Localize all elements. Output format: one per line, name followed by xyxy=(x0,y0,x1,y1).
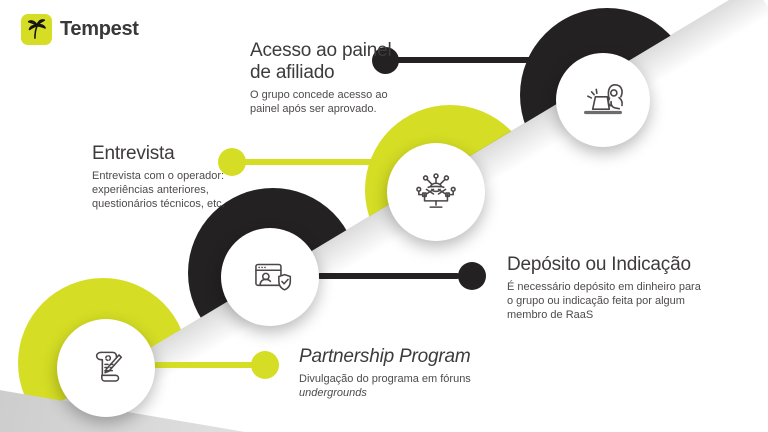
desc-line: o grupo ou indicação feita por algum xyxy=(507,295,685,307)
step-partnership-text-block: Partnership Program Divulgação do progra… xyxy=(299,346,509,400)
desc-line: O grupo concede acesso ao xyxy=(250,89,388,101)
step-description: O grupo concede acesso ao painel após se… xyxy=(250,88,440,116)
desc-line: experiências anteriores, xyxy=(92,184,209,196)
step-acesso-text-block: Acesso ao painel de afiliado O grupo con… xyxy=(250,40,440,116)
step4-connector-dot xyxy=(372,47,399,74)
step2-icon-circle xyxy=(221,228,319,326)
step-description: Entrevista com o operador: experiências … xyxy=(92,169,282,211)
step-description: É necessário depósito em dinheiro para o… xyxy=(507,280,727,322)
spy-network-icon xyxy=(416,173,456,208)
step-title: Entrevista xyxy=(92,143,175,164)
desc-line: Divulgação do programa em fóruns xyxy=(299,373,471,385)
step-title: Depósito ou Indicação xyxy=(507,254,691,275)
desc-line: É necessário depósito em dinheiro para xyxy=(507,281,701,293)
step2-connector-line xyxy=(317,273,460,279)
step-title: Partnership Program xyxy=(299,346,471,367)
desc-line: undergrounds xyxy=(299,387,367,399)
palm-tree-icon xyxy=(27,19,46,39)
step-entrevista-text-block: Entrevista Entrevista com o operador: ex… xyxy=(92,143,282,211)
step-title-line2: de afiliado xyxy=(250,62,335,83)
step3-connector-dot xyxy=(218,148,246,176)
desc-line: Entrevista com o operador: xyxy=(92,170,225,182)
logo-mark xyxy=(21,14,52,45)
desc-line: membro de RaaS xyxy=(507,309,594,321)
step3-icon-circle xyxy=(387,143,485,241)
step-deposito-text-block: Depósito ou Indicação É necessário depós… xyxy=(507,254,727,322)
verified-profile-icon xyxy=(255,263,292,291)
hacker-laptop-icon xyxy=(584,84,623,115)
step1-connector-line xyxy=(153,362,258,368)
step3-connector-line xyxy=(242,159,377,165)
step4-icon-circle xyxy=(556,53,650,147)
step-description: Divulgação do programa em fóruns undergr… xyxy=(299,372,509,400)
logo-text: Tempest xyxy=(60,18,139,40)
step-title: Acesso ao painel xyxy=(250,40,392,61)
step4-connector-line xyxy=(392,57,537,63)
tempest-logo: Tempest xyxy=(21,14,139,45)
desc-line: questionários técnicos, etc. xyxy=(92,198,225,210)
desc-line: painel após ser aprovado. xyxy=(250,103,377,115)
step2-connector-dot xyxy=(458,262,486,290)
contract-scroll-icon xyxy=(95,351,123,382)
step1-connector-dot xyxy=(251,351,279,379)
step1-icon-circle xyxy=(57,319,155,417)
